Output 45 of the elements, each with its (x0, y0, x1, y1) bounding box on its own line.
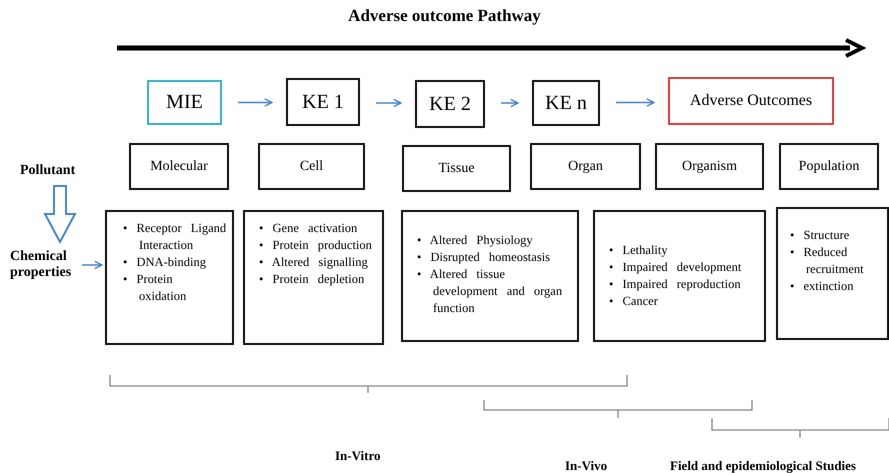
list-item: • Protein production (258, 236, 372, 254)
list-item: • Altered signalling (258, 254, 369, 271)
list-box (105, 210, 234, 345)
list-item: • Impaired development (608, 258, 742, 276)
event-box: KE n (532, 80, 600, 126)
list-box (776, 207, 889, 340)
event-box: MIE (147, 80, 222, 125)
list-item: • Receptor Ligand Interaction (122, 220, 228, 254)
level-box: Molecular (129, 143, 229, 190)
list-item: • extinction (789, 278, 854, 294)
arrow (238, 98, 273, 107)
arrow (501, 98, 519, 108)
group-label: Field and epidemiological Studies (670, 458, 856, 473)
arrow (376, 98, 402, 108)
list-box (243, 210, 384, 345)
list-item: • DNA-binding (122, 254, 207, 271)
list-item: • Disrupted homeostasis (416, 248, 552, 266)
list-item: • Altered tissue development and organ function (416, 266, 564, 316)
list-item: • Lethality (608, 242, 669, 259)
level-box: Organ (530, 143, 641, 190)
arrow (616, 98, 655, 107)
list-item: • Cancer (608, 292, 659, 310)
level-box: Population (779, 143, 879, 190)
label-text: Pollutant (20, 163, 76, 179)
list-item: • Impaired reproduction (608, 276, 742, 293)
list-item: • Protein depletion (258, 270, 366, 288)
outcome-box: Adverse Outcomes (668, 77, 834, 125)
title: Adverse outcome Pathway (347, 6, 542, 26)
level-box: Tissue (402, 145, 511, 192)
group-label: In-Vivo (565, 458, 608, 473)
label-text: Chemical properties (10, 249, 72, 281)
event-box: KE 2 (415, 80, 485, 128)
list-item: • Altered Physiology (416, 232, 534, 249)
list-item: • Reduced recruitment (789, 244, 865, 278)
group-label: In-Vitro (335, 448, 380, 464)
list-item: • Protein oxidation (122, 270, 188, 304)
level-box: Cell (258, 143, 365, 190)
list-item: • Structure (789, 227, 850, 244)
hollow-arrow (43, 185, 77, 244)
list-item: • Gene activation (258, 220, 358, 237)
list-box (401, 210, 579, 342)
level-box: Organism (655, 143, 764, 190)
event-box: KE 1 (286, 78, 360, 126)
arrow (82, 260, 103, 270)
list-box (593, 210, 766, 342)
